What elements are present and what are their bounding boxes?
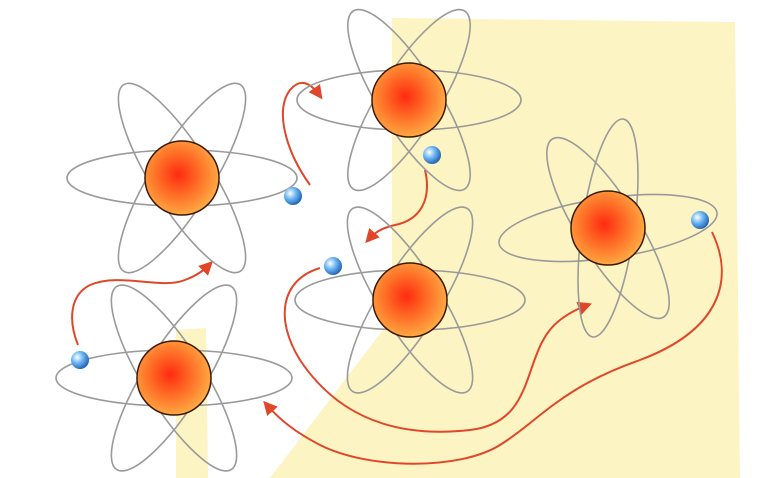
nucleus: [371, 62, 447, 138]
electron: [324, 257, 342, 275]
electron-path-topleft-to-topcenter: [282, 81, 323, 186]
electron-path-bottomleft-to-topleft: [71, 261, 213, 346]
nucleus: [144, 140, 220, 216]
nucleus: [136, 340, 212, 416]
electron: [423, 146, 441, 164]
electron: [284, 187, 302, 205]
electron-path-middle-to-right: [283, 267, 592, 433]
electron: [691, 211, 709, 229]
nucleus: [570, 190, 646, 266]
atom-top-left: [66, 82, 302, 274]
atom-middle-center: [294, 206, 526, 394]
nucleus: [372, 262, 448, 338]
atom-top-center: [296, 8, 522, 192]
backdrop-panel: [270, 18, 740, 478]
electron-path-topcenter-to-middle: [365, 169, 428, 244]
backdrop: [176, 18, 740, 478]
electron-path-right-to-bottomleft: [263, 231, 723, 465]
electron: [71, 351, 89, 369]
atom-bottom-left: [55, 284, 293, 472]
atom-right: [498, 118, 718, 338]
arrows-layer: [71, 81, 723, 465]
